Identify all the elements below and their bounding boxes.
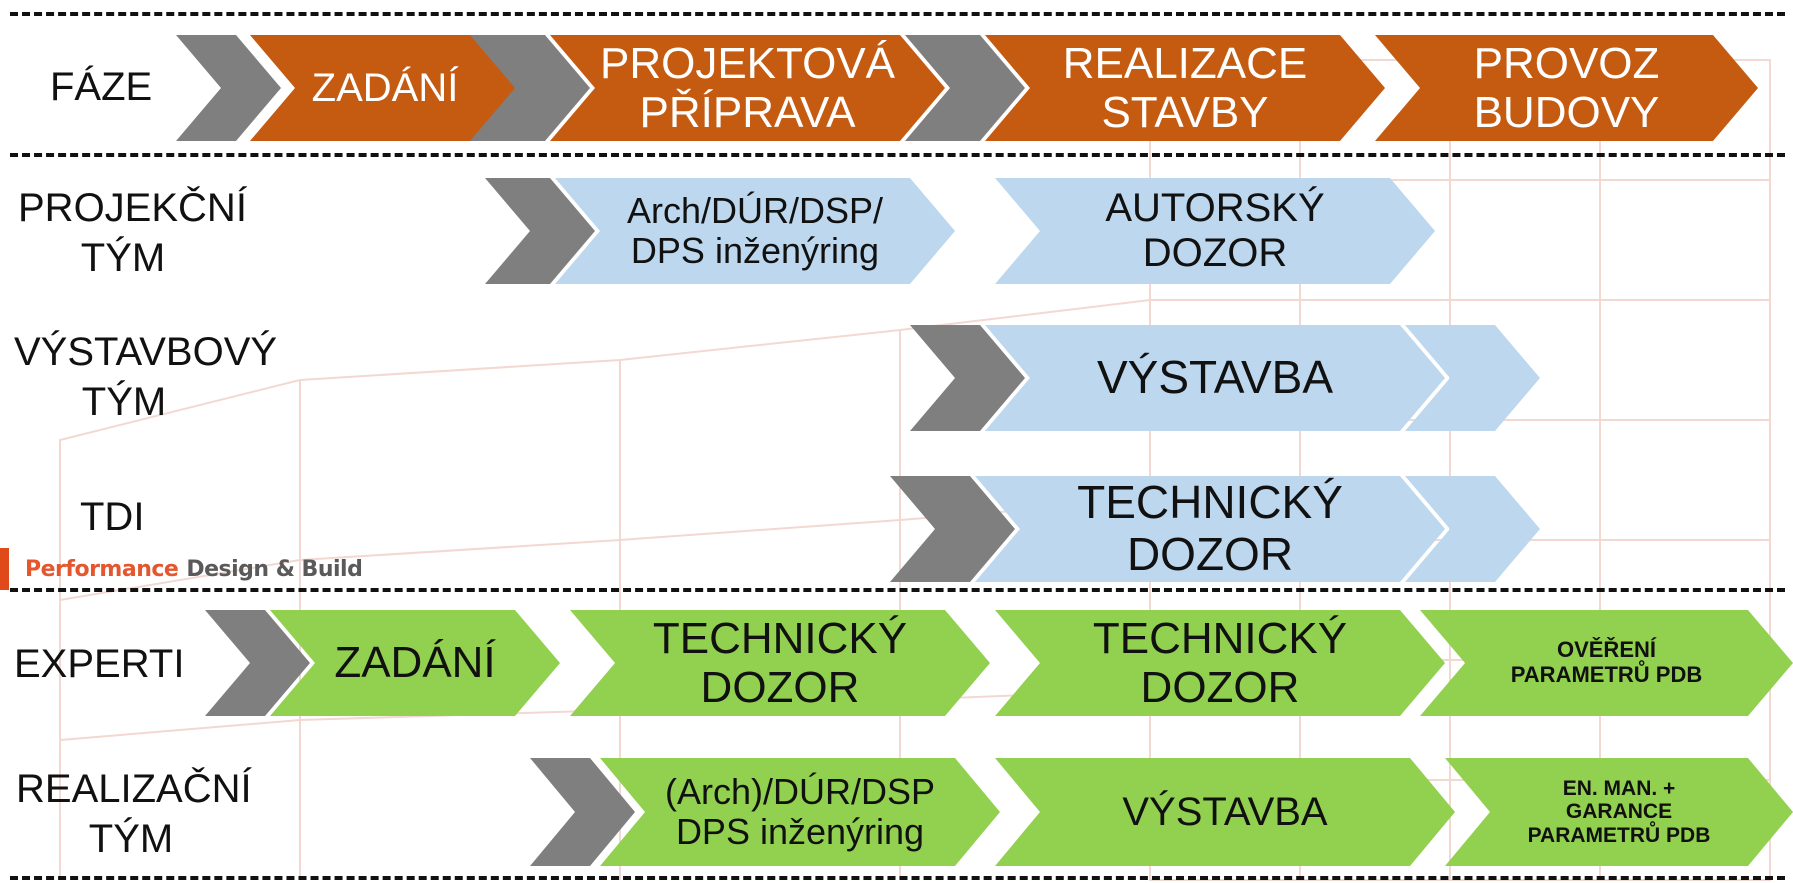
logo-design-build-text: Design & Build [186,556,363,582]
row-label-faze: FÁZE [50,65,153,109]
performance-logo: Performance Design & Build [0,548,363,590]
projekcni-arch-dur-dsp: Arch/DÚR/DSP/DPS inženýring [555,178,955,284]
row-label-realizacni-tym: REALIZAČNÍ TÝM [16,767,252,861]
logo-accent-bar [0,548,9,590]
phase-zadani: ZADÁNÍ [250,35,520,141]
separator-experts [10,588,1785,592]
separator-phases [10,153,1785,157]
row-label-projekcni-tym: PROJEKČNÍ TÝM [18,186,247,280]
row-label-tdi: TDI [80,495,145,539]
separator-top [10,12,1785,16]
experti-zadani: ZADÁNÍ [270,610,560,716]
logo-performance-text: Performance [25,556,179,582]
separator-bottom [10,876,1785,880]
realizacni-vystavba: VÝSTAVBA [995,758,1455,866]
row-label-experti: EXPERTI [14,642,185,686]
row-label-vystavbovy-tym: VÝSTAVBOVÝ TÝM [14,330,278,424]
vystavbovy-vystavba: VÝSTAVBA [985,325,1445,431]
